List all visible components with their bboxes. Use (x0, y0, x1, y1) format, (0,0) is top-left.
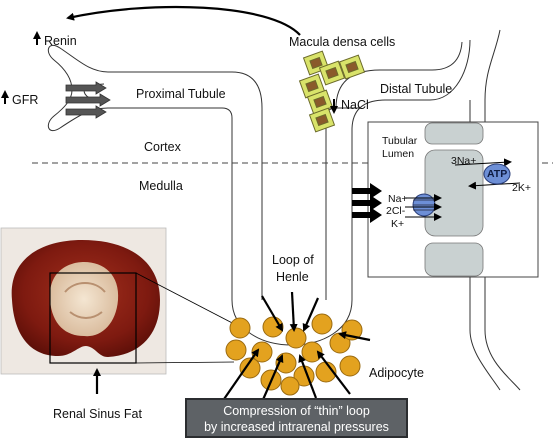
gfr-flow-arrows (65, 81, 111, 119)
loop-of-henle-label-line2: Henle (276, 270, 309, 284)
tubular-lumen-label-line1: Tubular (382, 135, 418, 147)
compression-caption: Compression of “thin” loop by increased … (185, 398, 408, 438)
adipocytes (225, 313, 363, 396)
sodium-3-label: 3Na+ (451, 155, 477, 167)
renin-label: Renin (44, 34, 77, 48)
gfr-label: GFR (12, 93, 39, 107)
feedback-arrow (66, 5, 301, 36)
tubular-lumen-label-line2: Lumen (382, 148, 415, 160)
atp-pump (483, 163, 511, 185)
tubular-cell-panel (367, 121, 539, 278)
kidney-photo (0, 227, 241, 394)
sinus-fat-selection (49, 272, 137, 364)
macula-densa-label: Macula densa cells (289, 35, 396, 49)
potassium-label: K+ (391, 218, 405, 230)
sodium-label: Na+ (388, 193, 408, 205)
caption-line-1: Compression of “thin” loop (223, 404, 370, 418)
medulla-label: Medulla (139, 179, 183, 193)
renal-sinus-fat-label: Renal Sinus Fat (53, 407, 142, 421)
adipocyte-label: Adipocyte (369, 366, 424, 380)
proximal-tubule-label: Proximal Tubule (136, 87, 226, 101)
potassium-2-label: 2K+ (512, 182, 531, 194)
loop-of-henle (231, 107, 360, 346)
nacl-label: NaCl (341, 98, 369, 112)
indicator-arrows (1, 31, 338, 114)
atp-label: ATP (487, 168, 508, 180)
compression-arrows (221, 291, 371, 403)
lumen-inflow-arrows (352, 183, 382, 223)
caption-line-2: by increased intrarenal pressures (204, 420, 389, 434)
distal-tubule-label: Distal Tubule (380, 82, 453, 96)
chloride-label: 2Cl- (386, 205, 406, 217)
loop-of-henle-label-line1: Loop of (272, 253, 314, 267)
cortex-label: Cortex (144, 140, 181, 154)
macula-densa-cells (298, 50, 366, 133)
